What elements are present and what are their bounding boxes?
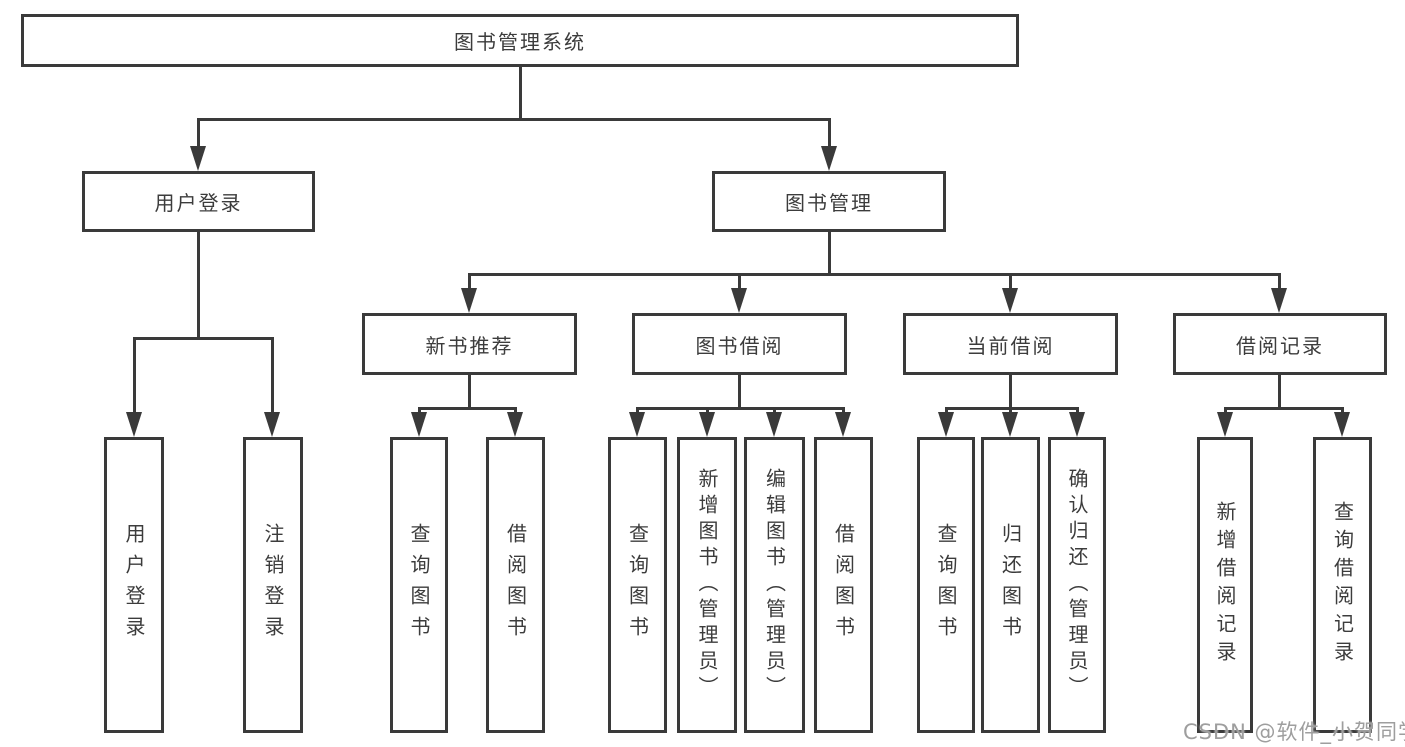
connector-drop-book-mgmt [828, 118, 831, 150]
node-user-login: 用户登录 [82, 171, 315, 232]
connector-root-rail [197, 118, 831, 121]
arrow-down-records [1271, 288, 1287, 313]
leaf-borrow-edit-admin: 编辑图书（管理员） [744, 437, 805, 733]
connector-drop-leaf-login [133, 337, 136, 416]
connector-drop-bookborrow [738, 273, 741, 292]
connector-current-trunk [1009, 375, 1012, 409]
arrow-down-rec-add [1217, 412, 1233, 437]
leaf-newbook-borrow: 借阅图书 [486, 437, 545, 733]
arrow-down-cur-query [938, 412, 954, 437]
leaf-newbook-query: 查询图书 [390, 437, 448, 733]
arrow-down-user-login [190, 146, 206, 171]
connector-drop-leaf-logout [271, 337, 274, 416]
node-root: 图书管理系统 [21, 14, 1019, 67]
leaf-records-add: 新增借阅记录 [1197, 437, 1253, 733]
connector-drop-cur-confirm [1076, 407, 1079, 416]
arrow-down-rec-query [1334, 412, 1350, 437]
node-book-management: 图书管理 [712, 171, 946, 232]
connector-drop-user-login [197, 118, 200, 150]
node-current-borrow: 当前借阅 [903, 313, 1118, 375]
leaf-borrow-take: 借阅图书 [814, 437, 873, 733]
connector-drop-cur-return [1009, 407, 1012, 416]
arrow-down-leaf-logout [264, 412, 280, 437]
leaf-user-login: 用户登录 [104, 437, 164, 733]
connector-drop-currentborrow [1009, 273, 1012, 292]
leaf-logout: 注销登录 [243, 437, 303, 733]
leaf-current-return: 归还图书 [981, 437, 1040, 733]
connector-drop-nb-query [418, 407, 421, 416]
connector-drop-bw-query [636, 407, 639, 416]
arrow-down-bw-edit [766, 412, 782, 437]
arrow-down-bw-take [835, 412, 851, 437]
connector-drop-rec-add [1224, 407, 1227, 416]
leaf-borrow-query: 查询图书 [608, 437, 667, 733]
leaf-current-confirm-admin: 确认归还（管理员） [1048, 437, 1106, 733]
arrow-down-cur-return [1002, 412, 1018, 437]
connector-newbook-rail [418, 407, 517, 410]
arrow-down-bookborrow [731, 288, 747, 313]
node-borrow-records: 借阅记录 [1173, 313, 1387, 375]
connector-records-trunk [1278, 375, 1281, 409]
arrow-down-cur-confirm [1069, 412, 1085, 437]
connector-mgmt-trunk [828, 232, 831, 275]
connector-borrow-rail [636, 407, 845, 410]
connector-newbook-trunk [468, 375, 471, 409]
arrow-down-leaf-login [126, 412, 142, 437]
connector-drop-newbook [468, 273, 471, 292]
connector-drop-rec-query [1341, 407, 1344, 416]
connector-records-rail [1224, 407, 1344, 410]
connector-drop-bw-edit [773, 407, 776, 416]
connector-drop-nb-borrow [514, 407, 517, 416]
leaf-borrow-add-admin: 新增图书（管理员） [677, 437, 737, 733]
arrow-down-currentborrow [1002, 288, 1018, 313]
connector-user-rail [133, 337, 274, 340]
leaf-records-query: 查询借阅记录 [1313, 437, 1372, 733]
arrow-down-newbook [461, 288, 477, 313]
connector-drop-bw-take [842, 407, 845, 416]
connector-drop-cur-query [945, 407, 948, 416]
connector-drop-bw-add [706, 407, 709, 416]
node-new-book-recommend: 新书推荐 [362, 313, 577, 375]
connector-drop-records [1278, 273, 1281, 292]
arrow-down-nb-query [411, 412, 427, 437]
arrow-down-bw-query [629, 412, 645, 437]
connector-borrow-trunk [738, 375, 741, 409]
leaf-current-query: 查询图书 [917, 437, 975, 733]
arrow-down-bw-add [699, 412, 715, 437]
connector-mgmt-rail [469, 273, 1281, 276]
connector-root-trunk [519, 65, 522, 120]
connector-user-trunk [197, 232, 200, 339]
arrow-down-nb-borrow [507, 412, 523, 437]
arrow-down-book-mgmt [821, 146, 837, 171]
csdn-watermark: CSDN @软件_小贺同学 [1183, 720, 1405, 744]
node-book-borrow: 图书借阅 [632, 313, 847, 375]
